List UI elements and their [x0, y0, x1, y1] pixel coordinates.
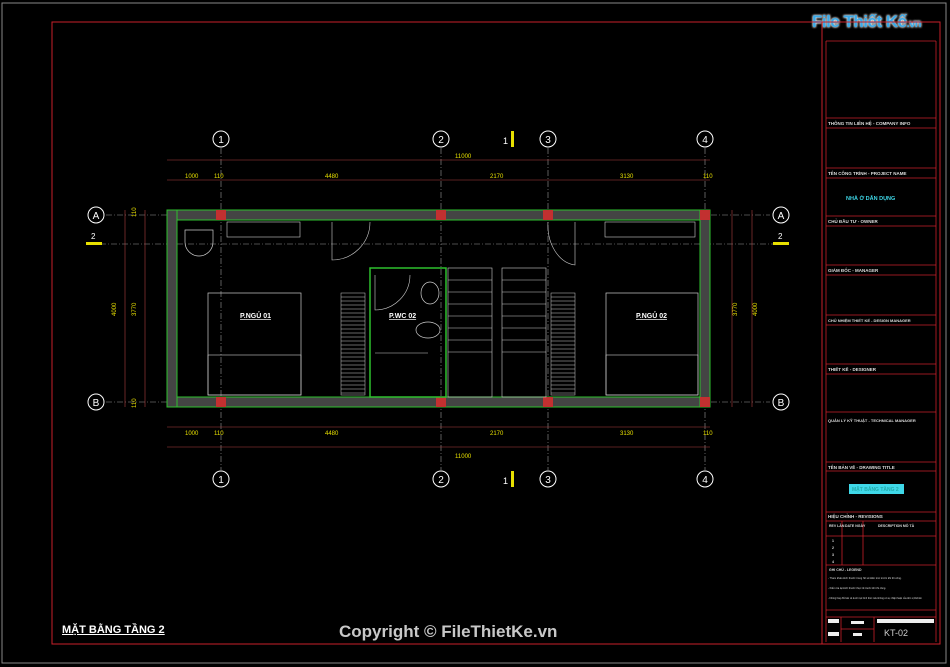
dim-label: 2170: [490, 431, 504, 437]
tb-note: - Tham khảo kích thước trong hồ sơ kiến …: [828, 576, 902, 580]
dim-label: 4000: [753, 302, 759, 316]
tb-note: - Kiểm tra lại kích thước thực tế trước …: [828, 586, 886, 590]
tb-drawing-title: MẶT BẰNG TẦNG 2: [852, 485, 899, 493]
dim-label: 110: [132, 207, 138, 217]
room-label-bedroom-2: P.NGỦ 02: [636, 311, 667, 320]
grid-label-2: 2: [438, 135, 444, 146]
tb-technical-manager: QUẢN LÝ KỸ THUẬT - TECHNICAL MANAGER: [828, 418, 916, 423]
section-label: 2: [778, 232, 783, 241]
dim-label: 4480: [325, 174, 339, 180]
title-block: THÔNG TIN LIÊN HỆ - COMPANY INFO TÊN CÔN…: [828, 119, 934, 638]
grid-label-2: 2: [438, 475, 444, 486]
grid-label-4: 4: [702, 135, 708, 146]
grid-label-1: 1: [218, 135, 224, 146]
dim-label: 1000: [185, 174, 199, 180]
tb-rev-row: 4: [832, 560, 834, 564]
tb-rev-row: 1: [832, 539, 834, 543]
dim-label: 3130: [620, 174, 634, 180]
tb-rev-header: REV LẦN: [829, 524, 845, 528]
grid-label-4: 4: [702, 475, 708, 486]
section-label: 1: [503, 136, 508, 146]
title-block-lines: [825, 40, 937, 642]
tb-rev-header: DATE NGÀY: [845, 523, 866, 528]
tb-rev-header: DESCRIPTION MÔ TẢ: [878, 523, 915, 528]
dim-label: 110: [703, 174, 713, 180]
dimension-lines: [124, 159, 753, 448]
dim-label: 2170: [490, 174, 504, 180]
grid-label-3: 3: [545, 135, 551, 146]
grid-label-a: A: [778, 211, 785, 222]
grid-label-3: 3: [545, 475, 551, 486]
tb-legend-label: GHI CHÚ - LEGEND: [829, 567, 862, 572]
dim-label: 3770: [132, 302, 138, 316]
dim-label: 110: [214, 174, 224, 180]
dim-label: 4000: [112, 302, 118, 316]
tb-drawing-title-label: TÊN BẢN VẼ - DRAWING TITLE: [828, 463, 895, 470]
section-label: 1: [503, 476, 508, 486]
tb-project-label: TÊN CÔNG TRÌNH - PROJECT NAME: [828, 169, 907, 176]
room-label-wc-2: P.WC 02: [389, 313, 416, 320]
tb-revision-label: HIỆU CHỈNH - REVISIONS: [828, 512, 883, 519]
grid-bubbles: [87, 130, 790, 488]
tb-sheet-number: KT-02: [884, 628, 908, 638]
dim-label: 3770: [733, 302, 739, 316]
floor-plan: P.NGỦ 01 P.WC 02 P.NGỦ 02: [166, 209, 711, 408]
dim-label: 1000: [185, 431, 199, 437]
dim-label: 4480: [325, 431, 339, 437]
tb-designer: THIẾT KẾ - DESIGNER: [828, 366, 877, 372]
grid-label-a: A: [93, 211, 100, 222]
tb-owner: CHỦ ĐẦU TƯ - OWNER: [828, 218, 878, 224]
tb-rev-row: 2: [832, 546, 834, 550]
tb-design-manager: CHỦ NHIỆM THIẾT KẾ - DESIGN MANAGER: [828, 318, 911, 323]
tb-project-name: NHÀ Ở DÂN DỤNG: [846, 195, 895, 202]
grid-labels: 1 2 3 4 1 2 3 4 A B A B: [93, 135, 785, 486]
title-block-frame: [821, 21, 941, 645]
drawing-frame: [51, 21, 941, 645]
drawing-title: MẶT BẰNG TẦNG 2: [62, 624, 165, 636]
dim-label: 110: [214, 431, 224, 437]
tb-company-info: THÔNG TIN LIÊN HỆ - COMPANY INFO: [828, 119, 911, 126]
section-label: 2: [91, 232, 96, 241]
room-label-bedroom-1: P.NGỦ 01: [240, 311, 271, 320]
dim-label: 110: [703, 431, 713, 437]
tb-rev-row: 3: [832, 553, 834, 557]
dim-label: 110: [132, 398, 138, 408]
columns: [216, 210, 710, 407]
grid-label-b: B: [778, 398, 785, 409]
grid-label-1: 1: [218, 475, 224, 486]
grid-label-b: B: [93, 398, 100, 409]
tb-note: - Không thay đổi bản vẽ dưới mọi hình th…: [828, 597, 923, 600]
section-marks: 1 1 2 2: [86, 131, 789, 487]
dim-overall-top: 11000: [455, 154, 472, 160]
dim-overall-bottom: 11000: [455, 454, 472, 460]
logo-suffix: .vn: [906, 18, 922, 30]
dimension-labels: 11000 11000 1000 110 4480 2170 3130 110 …: [112, 154, 759, 460]
stair-treads: [448, 279, 546, 353]
tb-manager: GIÁM ĐỐC - MANAGER: [828, 267, 879, 273]
copyright-watermark: Copyright © FileThietKe.vn: [339, 622, 558, 641]
dim-label: 3130: [620, 431, 634, 437]
grid-lines: [100, 148, 775, 470]
